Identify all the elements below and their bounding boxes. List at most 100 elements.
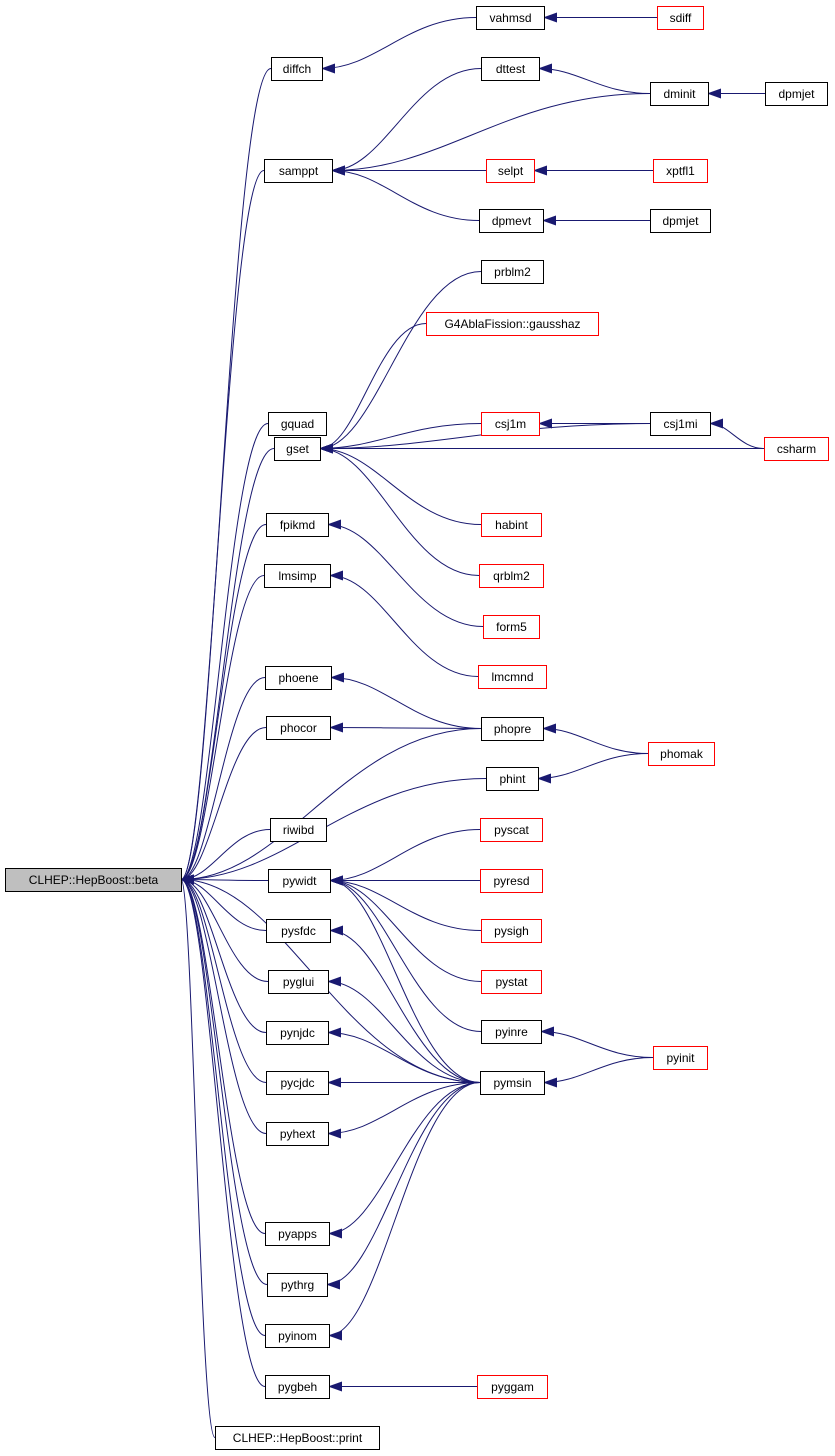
node-lmsimp[interactable]: lmsimp bbox=[264, 564, 331, 588]
node-label: vahmsd bbox=[489, 11, 531, 25]
node-pyinre[interactable]: pyinre bbox=[481, 1020, 542, 1044]
node-label: gset bbox=[286, 442, 309, 456]
edge-pyinom-to-beta bbox=[180, 874, 266, 1336]
node-vahmsd[interactable]: vahmsd bbox=[476, 6, 545, 30]
node-pysfdc[interactable]: pysfdc bbox=[266, 919, 331, 943]
node-riwibd[interactable]: riwibd bbox=[270, 818, 327, 842]
edge-samppt-to-beta bbox=[180, 170, 265, 885]
node-label: pymsin bbox=[493, 1076, 531, 1090]
node-pygbeh[interactable]: pygbeh bbox=[265, 1375, 330, 1399]
node-samppt[interactable]: samppt bbox=[264, 159, 333, 183]
edge-dttest-to-samppt bbox=[331, 68, 482, 176]
node-label: pyinre bbox=[495, 1025, 528, 1039]
node-label: pyscat bbox=[494, 823, 529, 837]
node-gausshaz[interactable]: G4AblaFission::gausshaz bbox=[426, 312, 599, 336]
node-label: form5 bbox=[496, 620, 527, 634]
node-pyhext[interactable]: pyhext bbox=[266, 1122, 329, 1146]
node-pymsin[interactable]: pymsin bbox=[480, 1071, 545, 1095]
node-diffch[interactable]: diffch bbox=[271, 57, 323, 81]
node-dpmjet1[interactable]: dpmjet bbox=[765, 82, 828, 106]
node-pythrg[interactable]: pythrg bbox=[267, 1273, 328, 1297]
node-phocor[interactable]: phocor bbox=[266, 716, 331, 740]
node-sdiff[interactable]: sdiff bbox=[657, 6, 704, 30]
node-dpmjet2[interactable]: dpmjet bbox=[650, 209, 711, 233]
node-gquad[interactable]: gquad bbox=[268, 412, 327, 436]
node-label: dpmevt bbox=[492, 214, 532, 228]
node-label: dminit bbox=[663, 87, 696, 101]
node-qrblm2[interactable]: qrblm2 bbox=[479, 564, 544, 588]
node-dttest[interactable]: dttest bbox=[481, 57, 540, 81]
node-xptfl1[interactable]: xptfl1 bbox=[653, 159, 708, 183]
edge-phomak-to-phint bbox=[537, 753, 649, 784]
node-csharm[interactable]: csharm bbox=[764, 437, 829, 461]
edge-dminit-to-samppt bbox=[331, 93, 651, 176]
edge-pymsin-to-pyinom bbox=[328, 1082, 481, 1341]
node-box bbox=[765, 82, 828, 106]
node-prblm2[interactable]: prblm2 bbox=[481, 260, 544, 284]
node-box bbox=[266, 919, 331, 943]
node-label: phoene bbox=[278, 671, 318, 685]
node-label: prblm2 bbox=[494, 265, 531, 279]
node-label: csj1m bbox=[495, 417, 526, 431]
node-label: CLHEP::HepBoost::beta bbox=[29, 873, 159, 887]
node-gset[interactable]: gset bbox=[274, 437, 321, 461]
node-label: sdiff bbox=[670, 11, 692, 25]
node-selpt[interactable]: selpt bbox=[486, 159, 535, 183]
edge-lmcmnd-to-lmsimp bbox=[329, 570, 479, 677]
node-phint[interactable]: phint bbox=[486, 767, 539, 791]
edge-pyhext-to-beta bbox=[180, 874, 267, 1134]
node-pyggam[interactable]: pyggam bbox=[477, 1375, 548, 1399]
node-fpikmd[interactable]: fpikmd bbox=[266, 513, 329, 537]
node-box bbox=[274, 437, 321, 461]
node-phomak[interactable]: phomak bbox=[648, 742, 715, 766]
edge-vahmsd-to-diffch bbox=[321, 17, 477, 74]
node-dminit[interactable]: dminit bbox=[650, 82, 709, 106]
node-pycjdc[interactable]: pycjdc bbox=[266, 1071, 329, 1095]
node-pyscat[interactable]: pyscat bbox=[480, 818, 543, 842]
node-pystat[interactable]: pystat bbox=[481, 970, 542, 994]
node-label: csj1mi bbox=[663, 417, 697, 431]
node-pyinit[interactable]: pyinit bbox=[653, 1046, 708, 1070]
edge-dminit-to-dttest bbox=[538, 63, 651, 94]
node-label: pyresd bbox=[493, 874, 529, 888]
node-box bbox=[653, 159, 708, 183]
node-box bbox=[480, 869, 543, 893]
node-pysigh[interactable]: pysigh bbox=[481, 919, 542, 943]
node-pyinom[interactable]: pyinom bbox=[265, 1324, 330, 1348]
node-box bbox=[481, 260, 544, 284]
node-lmcmnd[interactable]: lmcmnd bbox=[478, 665, 547, 689]
edge-phopre-to-phoene bbox=[330, 672, 482, 729]
node-pyresd[interactable]: pyresd bbox=[480, 869, 543, 893]
node-dpmevt[interactable]: dpmevt bbox=[479, 209, 544, 233]
node-box bbox=[480, 1071, 545, 1095]
node-beta[interactable]: CLHEP::HepBoost::beta bbox=[5, 868, 182, 892]
node-box bbox=[648, 742, 715, 766]
node-form5[interactable]: form5 bbox=[483, 615, 540, 639]
edge-pynjdc-to-beta bbox=[180, 874, 267, 1033]
node-csj1mi[interactable]: csj1mi bbox=[650, 412, 711, 436]
edge-pymsin-to-pysfdc bbox=[329, 925, 481, 1083]
node-csj1m[interactable]: csj1m bbox=[481, 412, 540, 436]
node-label: diffch bbox=[283, 62, 311, 76]
node-label: dpmjet bbox=[662, 214, 699, 228]
node-box bbox=[265, 1324, 330, 1348]
node-pyglui[interactable]: pyglui bbox=[268, 970, 329, 994]
node-pywidt[interactable]: pywidt bbox=[268, 869, 331, 893]
node-box bbox=[426, 312, 599, 336]
node-habint[interactable]: habint bbox=[481, 513, 542, 537]
node-label: habint bbox=[495, 518, 528, 532]
edge-pyinit-to-pyinre bbox=[540, 1026, 654, 1058]
node-box bbox=[264, 564, 331, 588]
node-box bbox=[477, 1375, 548, 1399]
node-box bbox=[486, 159, 535, 183]
node-phopre[interactable]: phopre bbox=[481, 717, 544, 741]
node-box bbox=[481, 717, 544, 741]
node-label: G4AblaFission::gausshaz bbox=[444, 317, 580, 331]
node-label: pywidt bbox=[282, 874, 317, 888]
node-pyapps[interactable]: pyapps bbox=[265, 1222, 330, 1246]
node-pynjdc[interactable]: pynjdc bbox=[266, 1021, 329, 1045]
node-print[interactable]: CLHEP::HepBoost::print bbox=[215, 1426, 380, 1450]
node-phoene[interactable]: phoene bbox=[265, 666, 332, 690]
edge-fpikmd-to-beta bbox=[180, 524, 267, 885]
